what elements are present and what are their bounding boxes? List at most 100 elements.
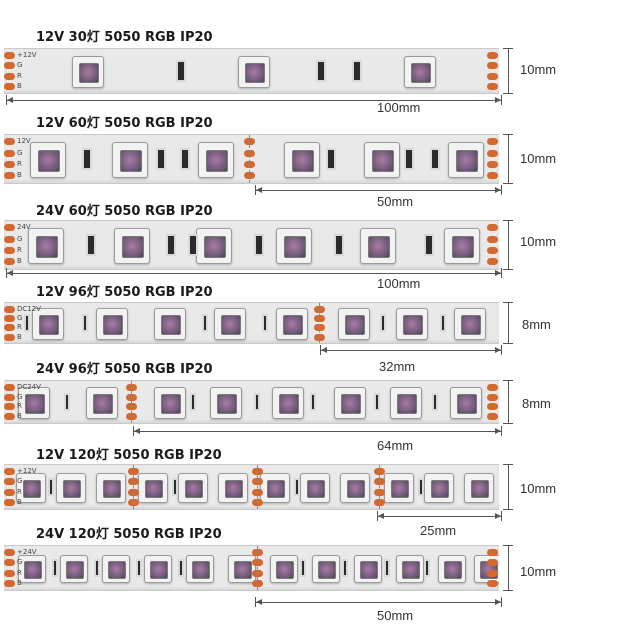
- solder-pad: [4, 62, 15, 69]
- solder-pad: [4, 172, 15, 179]
- strip-title-1: 12V 30灯 5050 RGB IP20: [36, 30, 213, 45]
- rgb-led-chip: [260, 473, 290, 503]
- pad-label: DC24V: [17, 383, 41, 391]
- resistor: [48, 478, 54, 496]
- rgb-led-chip: [338, 308, 370, 340]
- resistor: [334, 234, 344, 256]
- solder-pad: [487, 138, 498, 145]
- solder-pad: [4, 83, 15, 90]
- rgb-led-chip: [102, 555, 130, 583]
- solder-pad: [4, 258, 15, 265]
- solder-pad: [4, 73, 15, 80]
- led-die: [451, 235, 475, 259]
- resistor: [300, 559, 306, 577]
- resistor: [432, 393, 438, 411]
- resistor: [440, 314, 446, 332]
- rgb-led-chip: [404, 56, 436, 88]
- rgb-led-chip: [270, 555, 298, 583]
- led-die: [217, 394, 237, 414]
- solder-pad: [4, 384, 15, 391]
- resistor: [384, 559, 390, 577]
- rgb-led-chip: [56, 473, 86, 503]
- rgb-led-chip: [384, 473, 414, 503]
- led-die: [37, 149, 61, 173]
- cut-line: [249, 135, 250, 183]
- led-die: [402, 561, 420, 579]
- rgb-led-chip: [396, 555, 424, 583]
- led-die: [461, 315, 481, 335]
- pad-label: G: [17, 314, 23, 322]
- resistor: [82, 148, 92, 170]
- solder-pad: [487, 52, 498, 59]
- led-die: [121, 235, 145, 259]
- segment-label-7: 50mm: [377, 608, 414, 623]
- height-dimension-7: [503, 545, 513, 591]
- resistor: [326, 148, 336, 170]
- cut-line: [133, 465, 134, 509]
- resistor: [180, 148, 190, 170]
- pad-label: +12V: [17, 467, 37, 475]
- cut-line: [319, 303, 320, 343]
- led-die: [93, 394, 113, 414]
- solder-pad: [487, 570, 498, 577]
- led-die: [150, 561, 168, 579]
- led-die: [411, 63, 431, 83]
- pad-label: G: [17, 61, 23, 69]
- solder-pad: [4, 549, 15, 556]
- segment-label-2: 50mm: [377, 194, 414, 209]
- rgb-led-chip: [454, 308, 486, 340]
- resistor: [430, 148, 440, 170]
- height-label-4: 8mm: [522, 317, 551, 332]
- segment-dimension-6: [377, 511, 502, 521]
- pad-label: G: [17, 558, 23, 566]
- led-die: [79, 63, 99, 83]
- segment-dimension-1: [6, 95, 502, 105]
- height-label-7: 10mm: [520, 564, 557, 579]
- segment-dimension-4: [320, 345, 502, 355]
- led-die: [22, 479, 42, 499]
- solder-pad: [4, 394, 15, 401]
- rgb-led-chip: [300, 473, 330, 503]
- resistor: [374, 393, 380, 411]
- segment-dimension-3: [6, 268, 502, 278]
- rgb-led-chip: [340, 473, 370, 503]
- rgb-led-chip: [214, 308, 246, 340]
- rgb-led-chip: [198, 142, 234, 178]
- rgb-led-chip: [238, 56, 270, 88]
- solder-pad: [487, 161, 498, 168]
- resistor: [172, 478, 178, 496]
- led-die: [367, 235, 391, 259]
- resistor: [94, 559, 100, 577]
- solder-pad: [4, 315, 15, 322]
- rgb-led-chip: [272, 387, 304, 419]
- led-die: [283, 235, 307, 259]
- height-dimension-5: [503, 380, 513, 424]
- resistor: [404, 148, 414, 170]
- height-label-2: 10mm: [520, 151, 557, 166]
- led-die: [35, 235, 59, 259]
- solder-pad: [4, 324, 15, 331]
- rgb-led-chip: [438, 555, 466, 583]
- strip-title-7: 24V 120灯 5050 RGB IP20: [36, 527, 222, 542]
- resistor: [156, 148, 166, 170]
- solder-pad: [4, 468, 15, 475]
- resistor: [24, 314, 30, 332]
- rgb-led-chip: [312, 555, 340, 583]
- led-die: [224, 479, 244, 499]
- solder-pad: [487, 258, 498, 265]
- led-die: [444, 561, 462, 579]
- solder-pad: [4, 52, 15, 59]
- resistor: [178, 559, 184, 577]
- pad-label: G: [17, 235, 23, 243]
- resistor: [82, 314, 88, 332]
- pad-label: R: [17, 160, 22, 168]
- pad-label: 24V: [17, 223, 31, 231]
- pad-label: B: [17, 82, 22, 90]
- solder-pad: [487, 580, 498, 587]
- resistor: [86, 234, 96, 256]
